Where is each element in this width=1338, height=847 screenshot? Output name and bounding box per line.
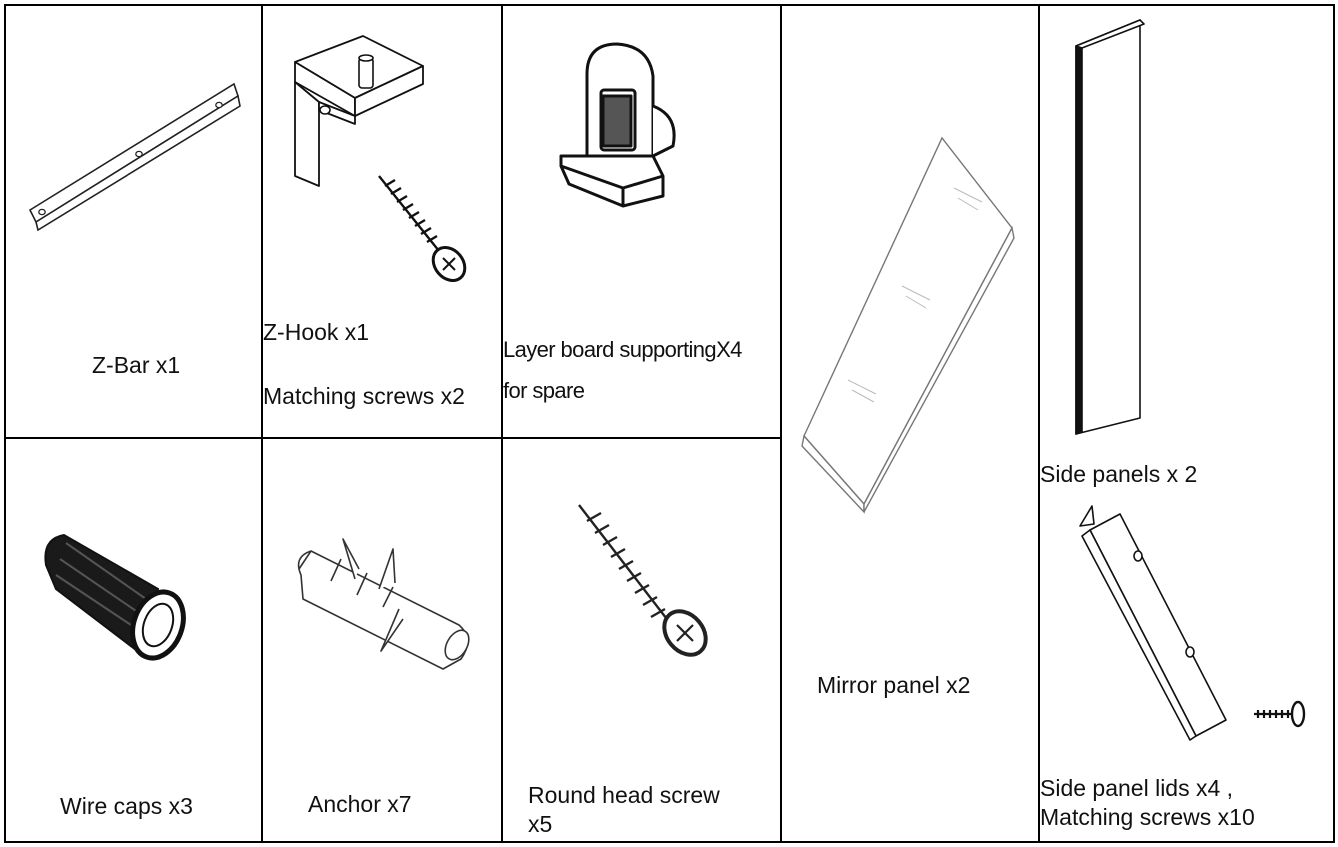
wire-cap-icon [44, 533, 186, 661]
side-panel-icon [1075, 19, 1145, 435]
screw-icon [578, 504, 708, 657]
column-divider-1 [261, 4, 263, 843]
part-label-round-head-screw-line1: Round head screw [528, 782, 720, 808]
part-cell-z-bar: Z-Bar x1 [6, 6, 261, 437]
z-hook-icon [294, 35, 467, 282]
side-panel-lid-icon [1079, 505, 1306, 741]
part-label-side-panel-lids-line1: Side panel lids x4 , [1040, 775, 1234, 801]
part-cell-side-panel-lids: Side panel lids x4 , Matching screws x10 [1040, 496, 1333, 841]
part-label-anchor: Anchor x7 [308, 791, 412, 817]
part-cell-round-head-screw: Round head screw x5 [503, 439, 780, 841]
table-border-top [4, 4, 1335, 6]
column-divider-4 [1038, 4, 1040, 843]
part-label-wire-caps: Wire caps x3 [60, 793, 193, 819]
part-cell-layer-board-support: Layer board supportingX4 for spare [503, 6, 780, 437]
table-border-left [4, 4, 6, 843]
part-label-z-hook-line2: Matching screws x2 [263, 383, 465, 409]
part-label-round-head-screw-line2: x5 [528, 811, 553, 837]
part-label-z-bar: Z-Bar x1 [92, 352, 181, 378]
part-label-layer-board-support-line1: Layer board supportingX4 [503, 337, 742, 362]
part-label-side-panels: Side panels x 2 [1040, 461, 1198, 487]
part-cell-side-panels: Side panels x 2 [1040, 6, 1333, 496]
mirror-panel-icon [801, 136, 1015, 514]
shelf-support-icon [559, 42, 676, 208]
table-border-right [1333, 4, 1335, 843]
part-cell-z-hook: Z-Hook x1 Matching screws x2 [263, 6, 501, 437]
part-label-layer-board-support-line2: for spare [503, 378, 585, 403]
column-divider-2 [501, 4, 503, 843]
part-label-mirror-panel: Mirror panel x2 [817, 672, 971, 698]
table-border-bottom [4, 841, 1335, 843]
z-bar-icon [28, 82, 241, 232]
row-divider [4, 437, 782, 439]
part-cell-mirror-panel: Mirror panel x2 [782, 6, 1038, 841]
part-cell-wire-caps: Wire caps x3 [6, 439, 261, 841]
part-cell-anchor: Anchor x7 [263, 439, 501, 841]
anchor-icon [297, 538, 470, 670]
part-label-side-panel-lids-line2: Matching screws x10 [1040, 804, 1255, 830]
part-label-z-hook-line1: Z-Hook x1 [263, 319, 370, 345]
column-divider-3 [780, 4, 782, 843]
